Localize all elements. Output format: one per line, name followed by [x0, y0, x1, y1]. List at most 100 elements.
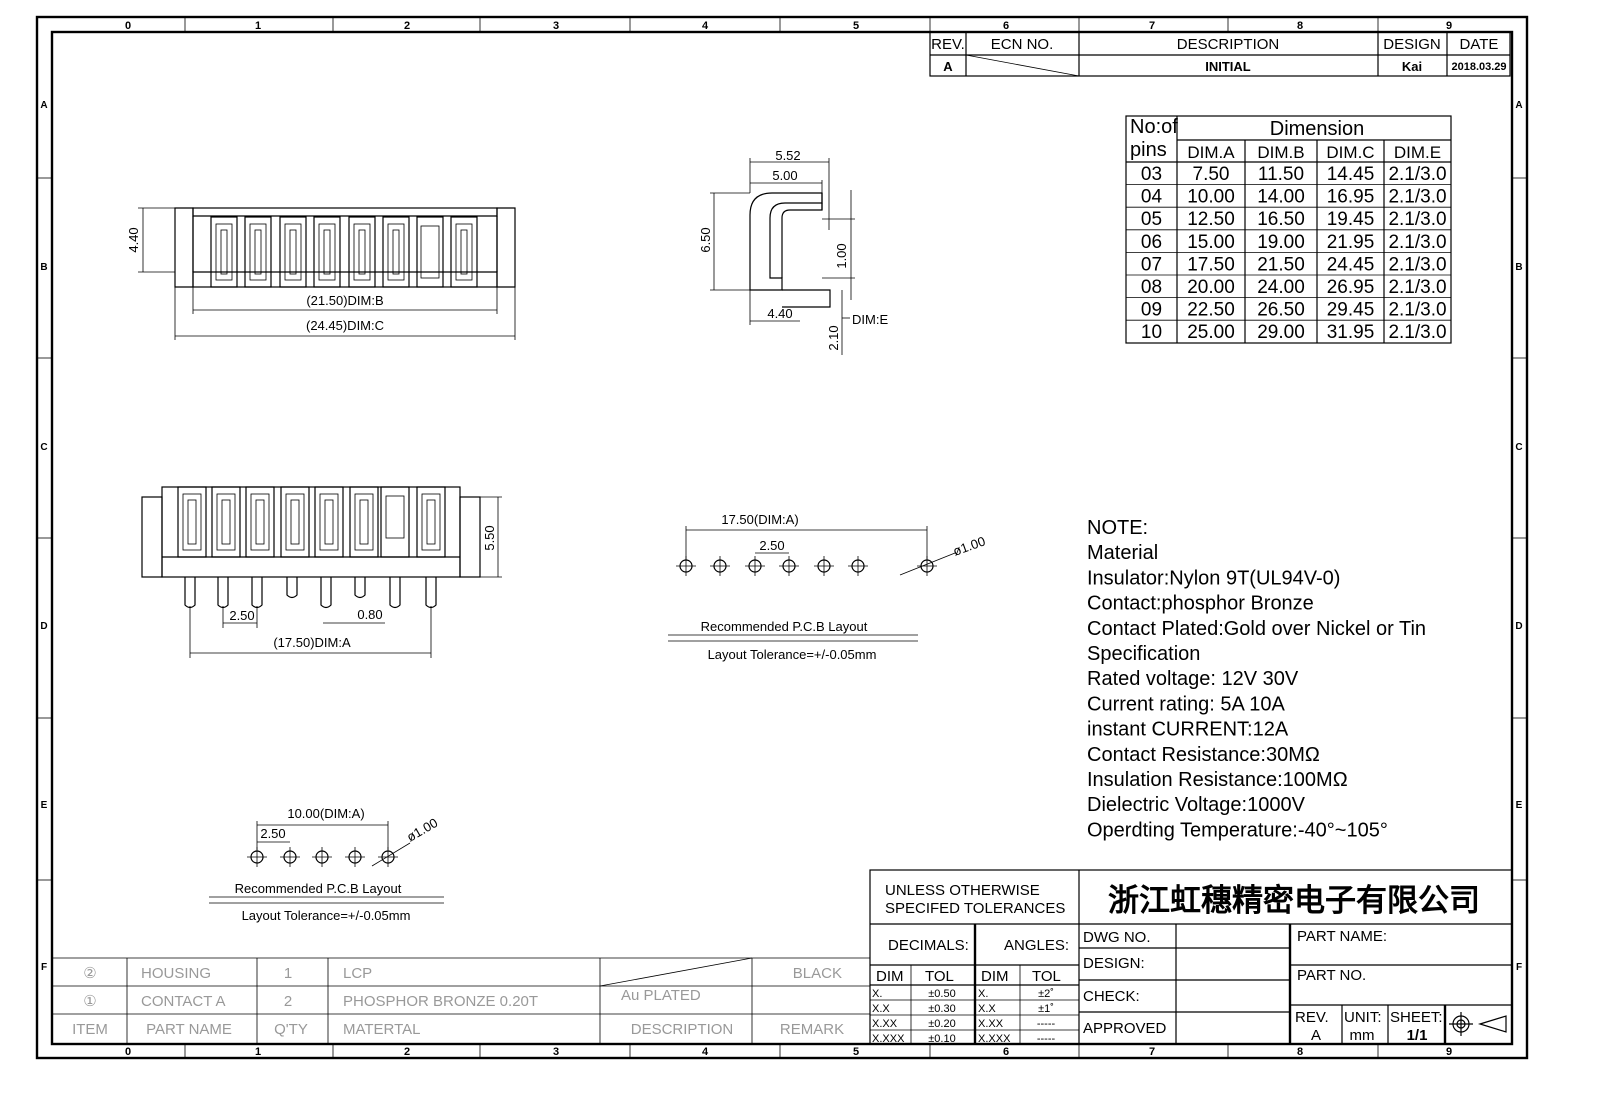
zone-row-left: E [41, 800, 48, 811]
tolerance-note-2: SPECIFED TOLERANCES [885, 900, 1065, 917]
zone-col-bottom: 6 [1003, 1046, 1009, 1058]
zone-row-right: E [1516, 800, 1523, 811]
angle-dim: X.XXX [978, 1033, 1011, 1045]
zone-col-top: 1 [255, 20, 261, 32]
dim-table-cell: 14.00 [1257, 187, 1305, 208]
zone-col-bottom: 4 [702, 1046, 709, 1058]
tol-value: ±0.20 [928, 1018, 955, 1030]
zone-col-top: 6 [1003, 20, 1009, 32]
dim-table-cell: 2.1/3.0 [1388, 300, 1446, 321]
contact-slot [416, 216, 444, 288]
note-line: Operdting Temperature:-40°~105° [1087, 819, 1388, 841]
note-line: Dielectric Voltage:1000V [1087, 794, 1306, 816]
dim-5-00: 5.00 [772, 168, 797, 183]
dim-table-cell: 04 [1141, 187, 1163, 208]
dim-table-cell: 29.00 [1257, 322, 1305, 343]
dim-table-cell: 2.1/3.0 [1388, 187, 1446, 208]
design-label: DESIGN: [1083, 955, 1145, 972]
pin [320, 577, 332, 609]
zone-col-top: 9 [1446, 20, 1452, 32]
zone-row-right: F [1516, 962, 1522, 973]
tol-value: ±0.10 [928, 1033, 955, 1045]
pin [389, 577, 401, 609]
zone-col-bottom: 9 [1446, 1046, 1452, 1058]
tol-dim: X. [872, 988, 882, 1000]
tol-dim: X.X [872, 1003, 890, 1015]
bom-header: PART NAME [146, 1021, 232, 1038]
contact-slot [349, 486, 379, 558]
dwg-no-label: DWG NO. [1083, 929, 1151, 946]
dim-table-cell: 2.1/3.0 [1388, 322, 1446, 343]
dim-5-52: 5.52 [775, 148, 800, 163]
dimension-header: Dimension [1270, 118, 1364, 140]
dim-header: DIM [876, 968, 904, 985]
design-value: Kai [1402, 59, 1422, 74]
bom-header: DESCRIPTION [631, 1021, 734, 1038]
revision-block: REV. ECN NO. DESCRIPTION DESIGN DATE A I… [929, 31, 1511, 77]
note-line: Contact:phosphor Bronze [1087, 593, 1314, 615]
bom-header: ITEM [72, 1021, 108, 1038]
bom-header: Q'TY [274, 1021, 308, 1038]
note-line: Current rating: 5A 10A [1087, 693, 1286, 715]
pin [217, 577, 229, 609]
pcb-dim-a: 10.00(DIM:A) [287, 806, 364, 821]
bom-cell: 1 [284, 965, 292, 982]
dim-4-40: 4.40 [767, 306, 792, 321]
zone-col-bottom: 0 [125, 1046, 131, 1058]
dim-c-label: (24.45)DIM:C [306, 318, 384, 333]
dim-table-cell: 14.45 [1327, 164, 1375, 185]
tol-value: ±0.30 [928, 1003, 955, 1015]
pin [184, 577, 196, 609]
pin-width-0-80: 0.80 [357, 607, 382, 622]
pcb-layout-large: 17.50(DIM:A) 2.50 ø1.00 Recommended P.C.… [668, 512, 987, 662]
dim-table-cell: 05 [1141, 209, 1162, 230]
pcb-hole-dia: ø1.00 [951, 533, 987, 558]
decimals-label: DECIMALS: [888, 937, 969, 954]
zone-col-bottom: 2 [404, 1046, 410, 1058]
dim-table-cell: 21.50 [1257, 254, 1305, 275]
title-block: UNLESS OTHERWISE SPECIFED TOLERANCES 浙江虹… [869, 869, 1513, 1045]
zone-col-top: 3 [553, 20, 559, 32]
zone-row-left: F [41, 962, 47, 973]
zone-col-top: 5 [853, 20, 859, 32]
zone-row-right: A [1515, 100, 1522, 111]
angle-tol: ----- [1037, 1033, 1056, 1045]
angles-label: ANGLES: [1004, 937, 1069, 954]
dim-table-cell: 24.00 [1257, 277, 1305, 298]
pin [425, 577, 437, 609]
pcb-hole-dia: ø1.00 [404, 815, 440, 845]
dim-table-cell: 31.95 [1327, 322, 1375, 343]
company-name: 浙江虹穗精密电子有限公司 [1108, 883, 1480, 918]
date-header: DATE [1460, 36, 1499, 53]
tol-dim: X.XX [872, 1018, 898, 1030]
contact-slot [382, 216, 410, 288]
note-line: Insulator:Nylon 9T(UL94V-0) [1087, 567, 1340, 589]
angle-tol: ----- [1037, 1018, 1056, 1030]
tol-header: TOL [925, 968, 954, 985]
rev-value: A [1311, 1027, 1321, 1044]
dim-2-10: 2.10 [826, 325, 841, 350]
bottom-view: 5.50 2.50 0.80 (17.50)DIM:A [141, 486, 502, 658]
note-line: Material [1087, 542, 1158, 564]
zone-col-bottom: 3 [553, 1046, 559, 1058]
contact-slot [314, 486, 344, 558]
zone-row-left: A [40, 100, 47, 111]
dim-table-cell: 10.00 [1187, 187, 1235, 208]
dim-b-label: (21.50)DIM:B [306, 293, 383, 308]
pin [251, 577, 263, 609]
contact-slot [177, 486, 207, 558]
dim-table-cell: 08 [1141, 277, 1162, 298]
dim-col-header: DIM.C [1326, 143, 1374, 162]
contact-slot [245, 486, 275, 558]
dim-table-cell: 10 [1141, 322, 1162, 343]
part-name-label: PART NAME: [1297, 928, 1387, 945]
zone-row-left: D [40, 621, 47, 632]
pins-header-2: pins [1130, 139, 1167, 161]
zone-col-top: 2 [404, 20, 410, 32]
zone-row-right: D [1515, 621, 1522, 632]
dim-table-cell: 12.50 [1187, 209, 1235, 230]
unit-value: mm [1350, 1027, 1375, 1044]
